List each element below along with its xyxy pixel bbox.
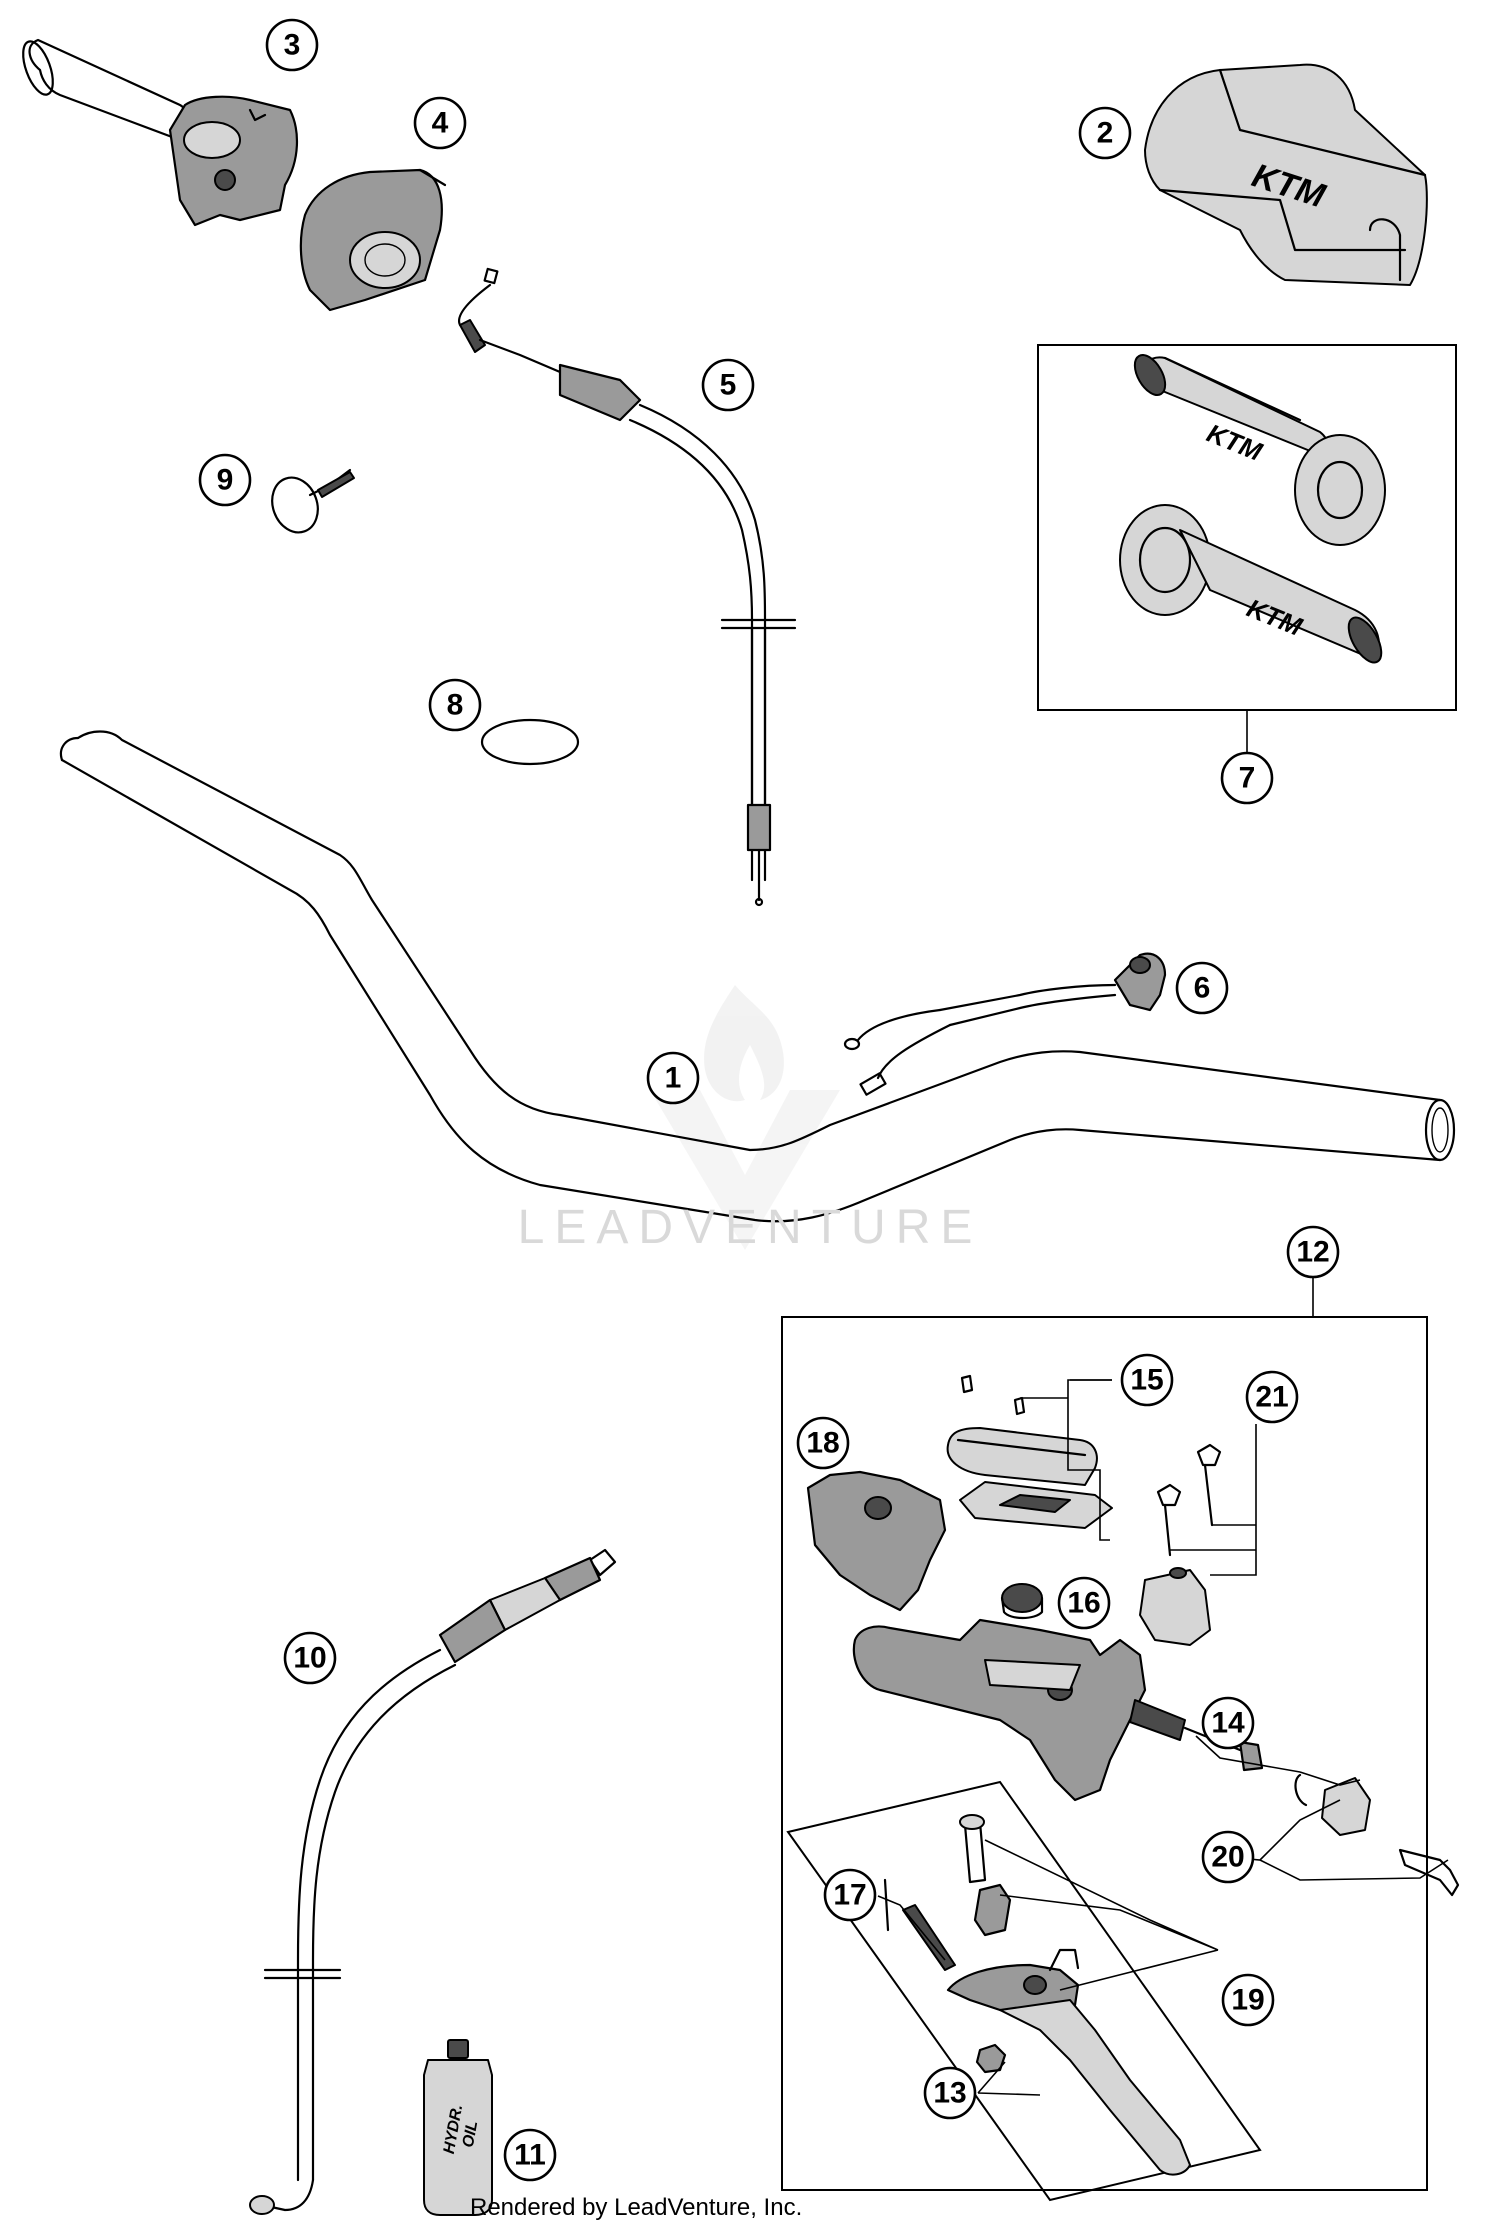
handlebar-pad: KTM: [1144, 63, 1428, 286]
svg-text:21: 21: [1255, 1381, 1288, 1414]
callout-4: 4: [413, 96, 467, 150]
svg-text:10: 10: [293, 1642, 326, 1675]
callout-21: 21: [1245, 1370, 1299, 1424]
callout-20: 20: [1201, 1830, 1255, 1884]
svg-text:11: 11: [514, 2139, 546, 2172]
clutch-hydraulic-line: [249, 1548, 617, 2215]
handlebar: [59, 730, 1456, 1223]
svg-text:19: 19: [1231, 1984, 1264, 2017]
callout-7: 7: [1220, 751, 1274, 805]
svg-text:20: 20: [1211, 1841, 1244, 1874]
callout-17: 17: [823, 1868, 877, 1922]
callout-10: 10: [283, 1631, 337, 1685]
svg-text:7: 7: [1239, 762, 1256, 795]
master-cylinder-assembly: [781, 1278, 1460, 2202]
callout-12: 12: [1286, 1225, 1340, 1279]
callout-11: 11: [503, 2128, 557, 2182]
bottle-label-line2: OIL: [460, 2120, 481, 2149]
svg-text:17: 17: [833, 1879, 866, 1912]
callout-15: 15: [1120, 1353, 1174, 1407]
callout-13: 13: [923, 2066, 977, 2120]
callout-8: 8: [428, 678, 482, 732]
callout-9: 9: [198, 453, 252, 507]
kill-switch: [843, 952, 1167, 1096]
render-credit: Rendered by LeadVenture, Inc.: [470, 2194, 803, 2221]
throttle-housing-cover: [299, 168, 447, 312]
svg-text:8: 8: [447, 689, 464, 722]
svg-text:4: 4: [432, 107, 449, 140]
callout-16: 16: [1057, 1576, 1111, 1630]
grips-set: KTM KTM: [1037, 344, 1457, 752]
callout-3: 3: [265, 18, 319, 72]
svg-text:15: 15: [1130, 1364, 1163, 1397]
svg-text:12: 12: [1296, 1236, 1329, 1269]
callout-19: 19: [1221, 1973, 1275, 2027]
svg-text:3: 3: [284, 29, 301, 62]
decal: [480, 718, 580, 766]
svg-text:13: 13: [933, 2077, 966, 2110]
svg-text:16: 16: [1067, 1587, 1100, 1620]
leader-lines: [877, 1379, 1449, 2096]
cable-tie: [271, 468, 355, 534]
svg-text:5: 5: [720, 369, 737, 402]
svg-text:6: 6: [1194, 972, 1211, 1005]
svg-text:9: 9: [217, 464, 234, 497]
callout-18: 18: [796, 1416, 850, 1470]
svg-text:18: 18: [806, 1427, 839, 1460]
watermark-logo: [650, 985, 840, 1250]
svg-text:1: 1: [665, 1062, 682, 1095]
callout-1: 1: [646, 1051, 700, 1105]
callout-6: 6: [1175, 961, 1229, 1015]
throttle-grip: [22, 38, 298, 227]
svg-text:14: 14: [1211, 1707, 1245, 1740]
callout-5: 5: [701, 358, 755, 412]
hydraulic-oil-bottle: HYDR. OIL: [423, 2039, 493, 2216]
callout-14: 14: [1201, 1696, 1255, 1750]
svg-text:2: 2: [1097, 117, 1114, 150]
callout-2: 2: [1078, 106, 1132, 160]
throttle-cable: [457, 267, 797, 907]
